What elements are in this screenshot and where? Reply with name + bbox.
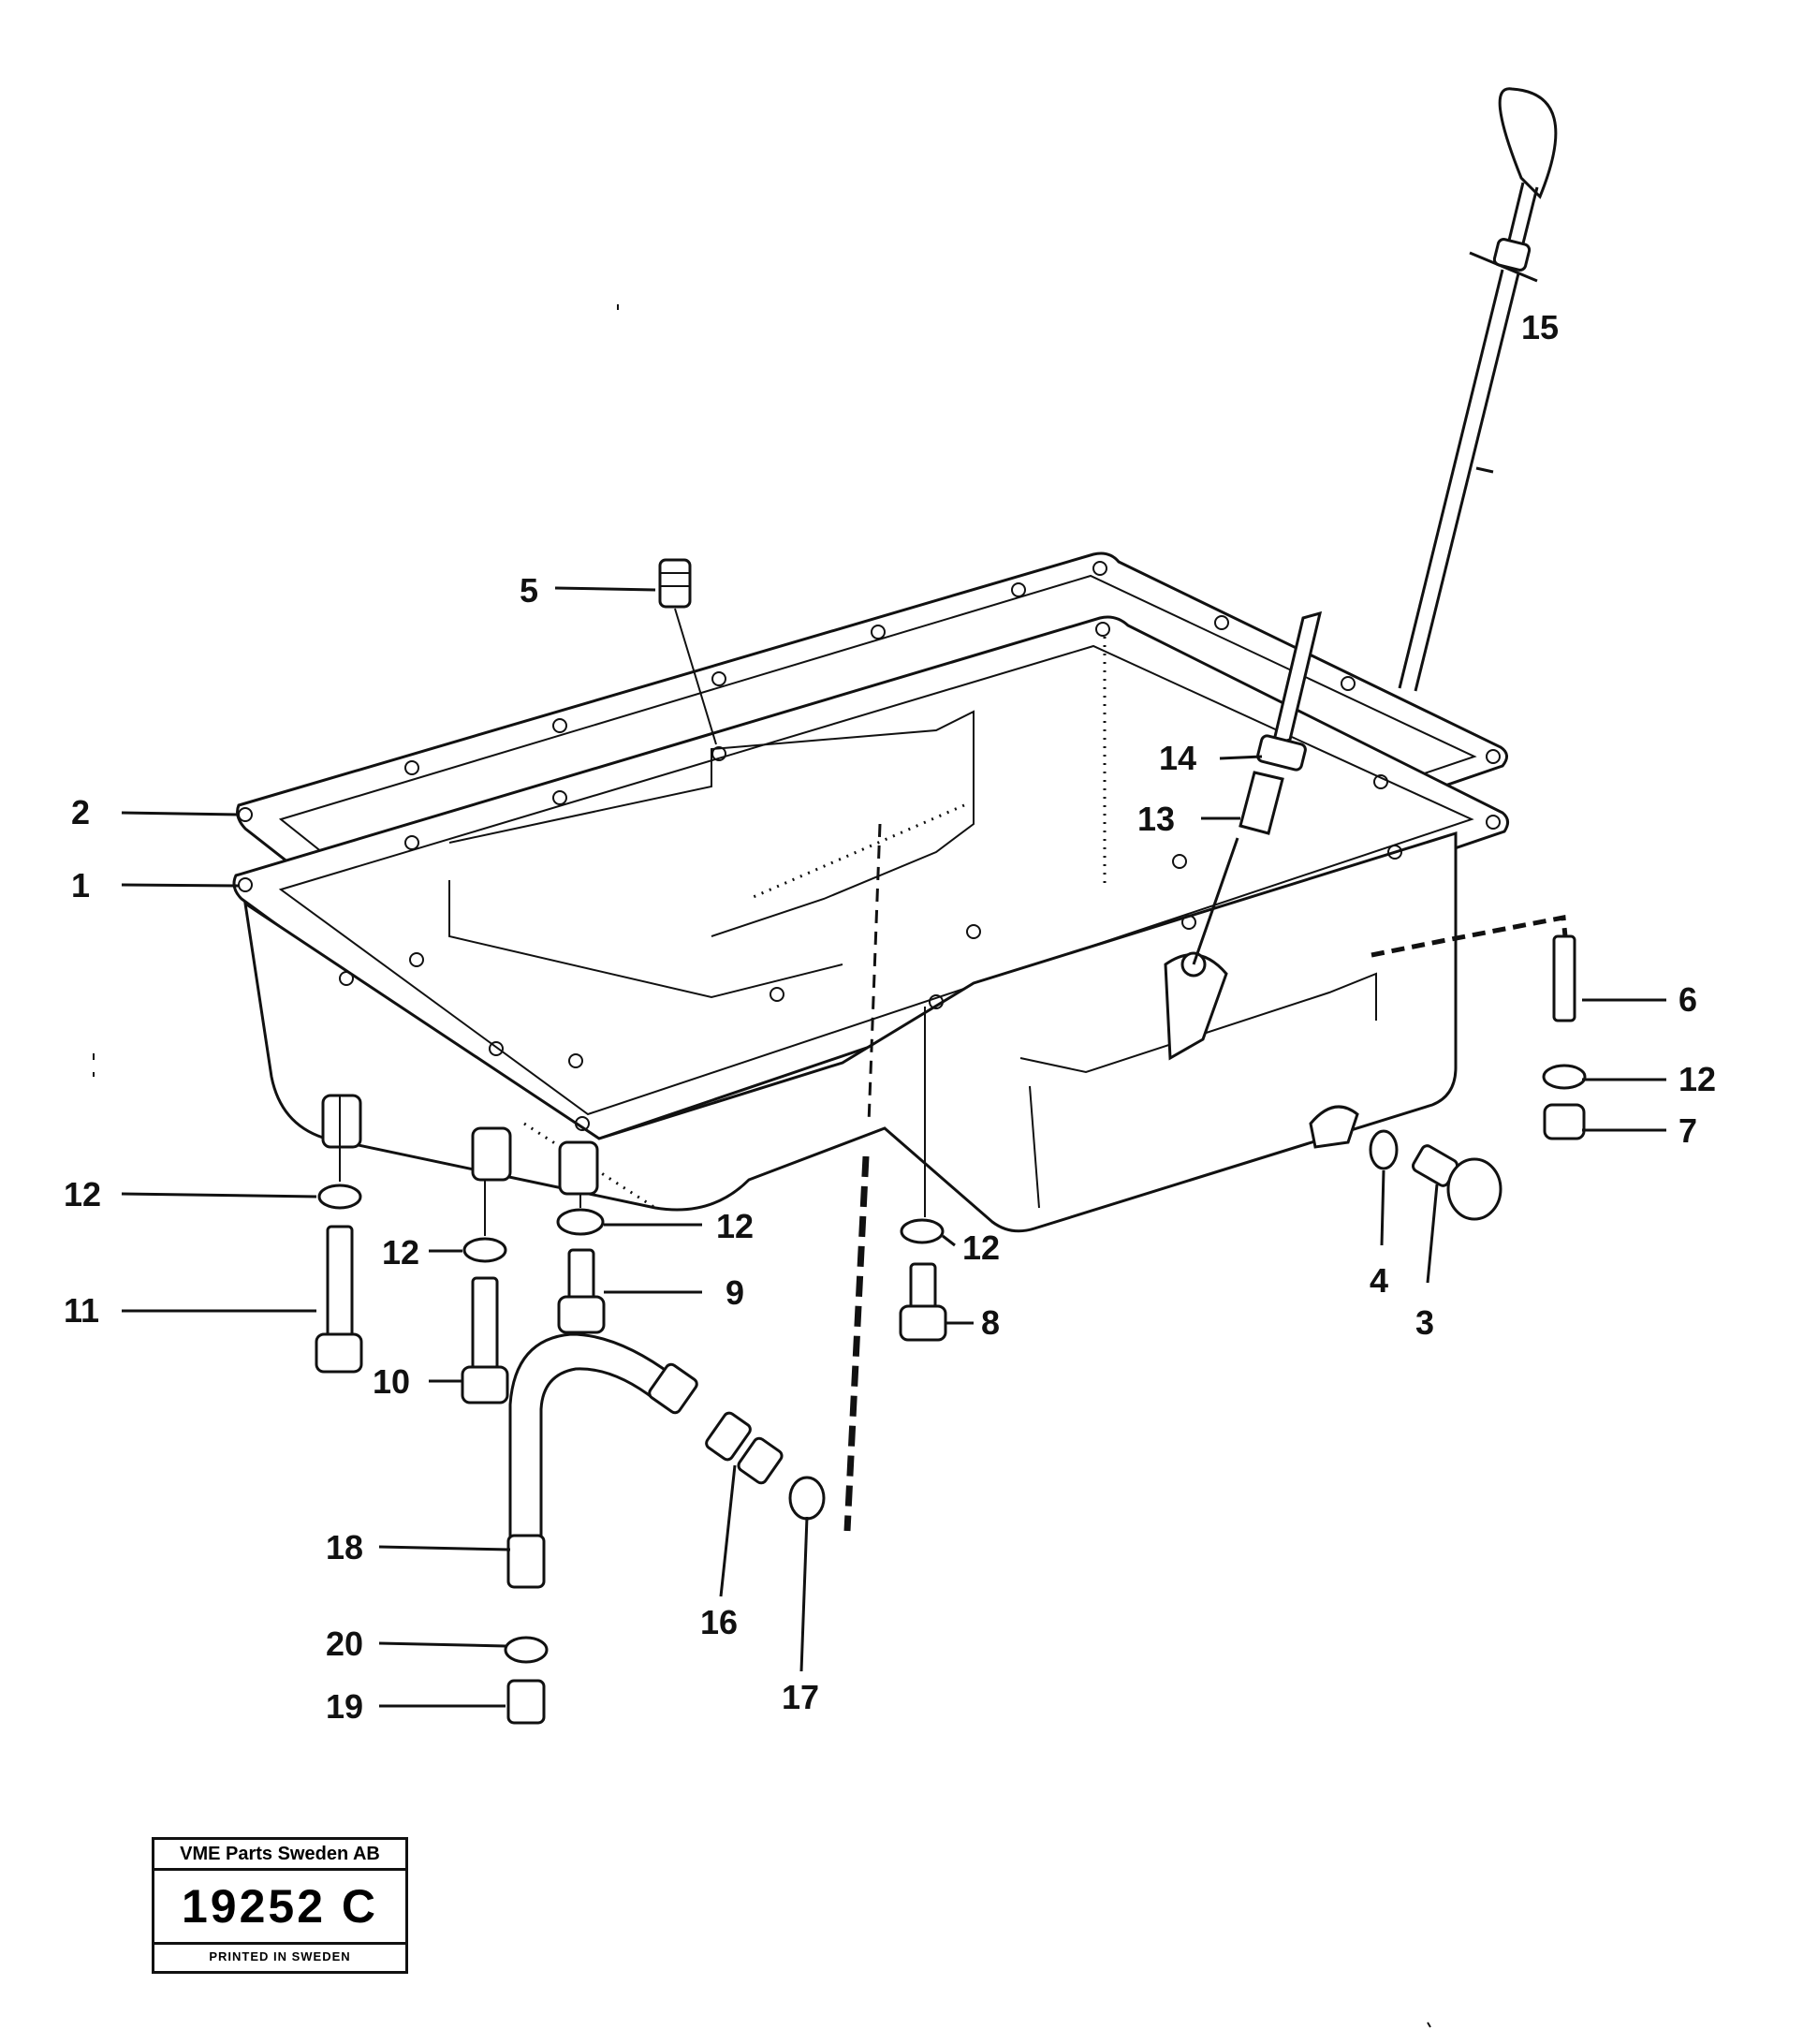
callout-12-far-right: 12 (1678, 1060, 1716, 1098)
dipstick-guide-tube (1192, 610, 1323, 965)
callout-17: 17 (782, 1678, 819, 1716)
callout-labels: 1 2 3 4 5 6 7 8 9 10 11 12 12 12 12 12 1… (64, 308, 1716, 1726)
dipstick (1398, 87, 1558, 692)
plug-part-5 (658, 558, 717, 745)
leader-lines (121, 251, 1666, 1708)
callout-12-mid: 12 (382, 1233, 419, 1272)
bolt-part-8 (899, 1007, 947, 1342)
printed-in: PRINTED IN SWEDEN (154, 1942, 405, 1969)
pipe-plug-part-19-20 (504, 1636, 549, 1725)
callout-1: 1 (71, 866, 90, 904)
drawing-number: 19252 C (181, 1880, 379, 1933)
callout-14: 14 (1159, 739, 1196, 777)
oil-pan-body (232, 615, 1509, 1233)
callout-2: 2 (71, 793, 90, 831)
bolt-part-9 (556, 1194, 606, 1334)
callout-8: 8 (981, 1303, 1000, 1342)
callout-12-right: 12 (962, 1228, 1000, 1267)
callout-12-left: 12 (64, 1175, 101, 1213)
callout-7: 7 (1678, 1111, 1697, 1150)
callout-16: 16 (700, 1603, 738, 1641)
company-name: VME Parts Sweden AB (154, 1840, 405, 1871)
callout-13: 13 (1137, 800, 1175, 838)
bolt-part-10 (461, 1180, 509, 1404)
callout-4: 4 (1370, 1261, 1388, 1300)
bolt-part-11 (315, 1096, 363, 1374)
callout-12-center: 12 (716, 1207, 754, 1245)
callout-9: 9 (726, 1273, 744, 1312)
callout-5: 5 (520, 571, 538, 610)
stud-nut-part-6-7 (1371, 915, 1587, 1140)
callout-20: 20 (326, 1625, 363, 1663)
drain-plug-part-3-4 (1369, 1129, 1502, 1221)
callout-3: 3 (1415, 1303, 1434, 1342)
title-block-stamp: VME Parts Sweden AB 19252 C PRINTED IN S… (152, 1837, 408, 1974)
callout-10: 10 (373, 1362, 410, 1401)
bolt-holes (238, 561, 1501, 1131)
callout-15: 15 (1521, 308, 1559, 346)
callout-11: 11 (64, 1291, 99, 1330)
callout-6: 6 (1678, 980, 1697, 1019)
callout-18: 18 (326, 1528, 363, 1566)
callout-19: 19 (326, 1687, 363, 1726)
